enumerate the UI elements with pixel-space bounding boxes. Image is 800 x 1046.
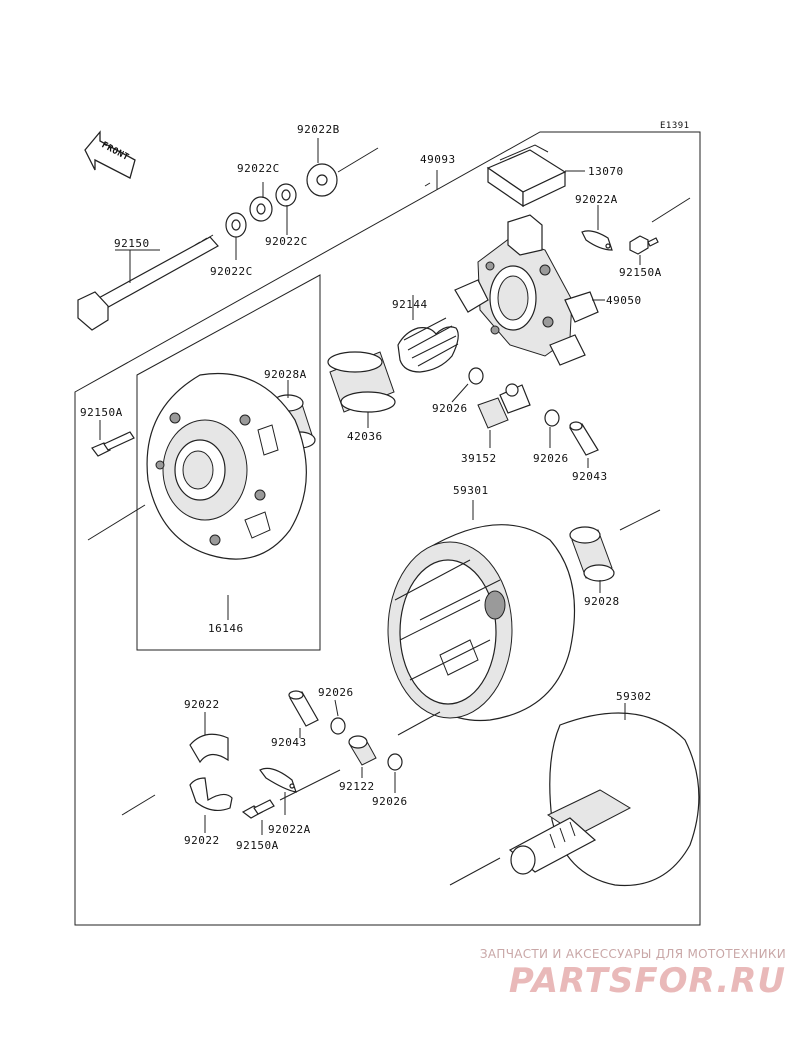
label-92150A-left: 92150A [80,406,123,419]
label-92026-a: 92026 [432,402,468,415]
oring-92026-d [387,753,403,771]
pin-92043-b [288,690,319,727]
assembly-outline [74,131,701,926]
label-92026-c: 92026 [318,686,354,699]
bolt-92150A-left [91,431,135,457]
washer-92022B [306,163,338,197]
bolt-92150A-top [629,235,659,255]
label-92150A-bottom: 92150A [236,839,279,852]
label-92043-b: 92043 [271,736,307,749]
label-49093: 49093 [420,153,456,166]
bushing-42036 [327,351,396,413]
label-92026-d: 92026 [372,795,408,808]
spring-92144 [397,317,459,373]
front-arrow-icon: FRONT [84,130,136,179]
watermark: ЗАПЧАСТИ И АКСЕССУАРЫ ДЛЯ МОТОТЕХНИКИ PA… [456,947,786,1001]
slider-shoe-39152 [477,383,531,429]
shim-92022-bottom [189,777,233,812]
label-92022C-top: 92022C [237,162,280,175]
label-92043-a: 92043 [572,470,608,483]
oring-92026-c [330,717,346,735]
label-42036: 42036 [347,430,383,443]
label-59302: 59302 [616,690,652,703]
watermark-tagline: ЗАПЧАСТИ И АКСЕССУАРЫ ДЛЯ МОТОТЕХНИКИ [479,947,786,961]
label-92122: 92122 [339,780,375,793]
label-92144: 92144 [392,298,428,311]
pin-92043-a [569,421,599,456]
oring-92026-b [544,409,560,427]
bushing-92028 [569,526,615,582]
watermark-logo: PARTSFOR.RU [508,961,786,1001]
label-16146: 16146 [208,622,244,635]
label-92022-top: 92022 [184,698,220,711]
spider-49050 [454,214,599,366]
label-92022C-low: 92022C [210,265,253,278]
shim-92022-top [189,733,229,764]
label-92022A-bottom: 92022A [268,823,311,836]
bolt-92150 [77,234,219,331]
cover-16146 [146,372,307,560]
washer-92022C-c [275,183,297,207]
label-92022B: 92022B [297,123,340,136]
label-92022-bottom: 92022 [184,834,220,847]
label-39152: 39152 [461,452,497,465]
oring-92026-a [468,367,484,385]
bolt-92150A-bottom [241,799,275,819]
washer-92022C-a [225,212,247,238]
label-92026-b: 92026 [533,452,569,465]
roller-92122 [348,735,377,766]
diagram-code: E1391 [660,121,690,131]
label-49050: 49050 [606,294,642,307]
clip-92022A-bottom [259,767,297,793]
slider-13070 [486,144,567,208]
label-92022C-mid: 92022C [265,235,308,248]
label-92022A-top: 92022A [575,193,618,206]
washer-92022C-b [249,196,273,222]
label-59301: 59301 [453,484,489,497]
label-92150: 92150 [114,237,150,250]
label-92028: 92028 [584,595,620,608]
group-outline-16146 [136,274,321,651]
label-92150A-top: 92150A [619,266,662,279]
sheave-59301 [387,524,576,722]
clip-92022A-top [581,230,613,251]
label-13070: 13070 [588,165,624,178]
sheave-59302 [508,712,700,887]
label-92028A: 92028A [264,368,307,381]
